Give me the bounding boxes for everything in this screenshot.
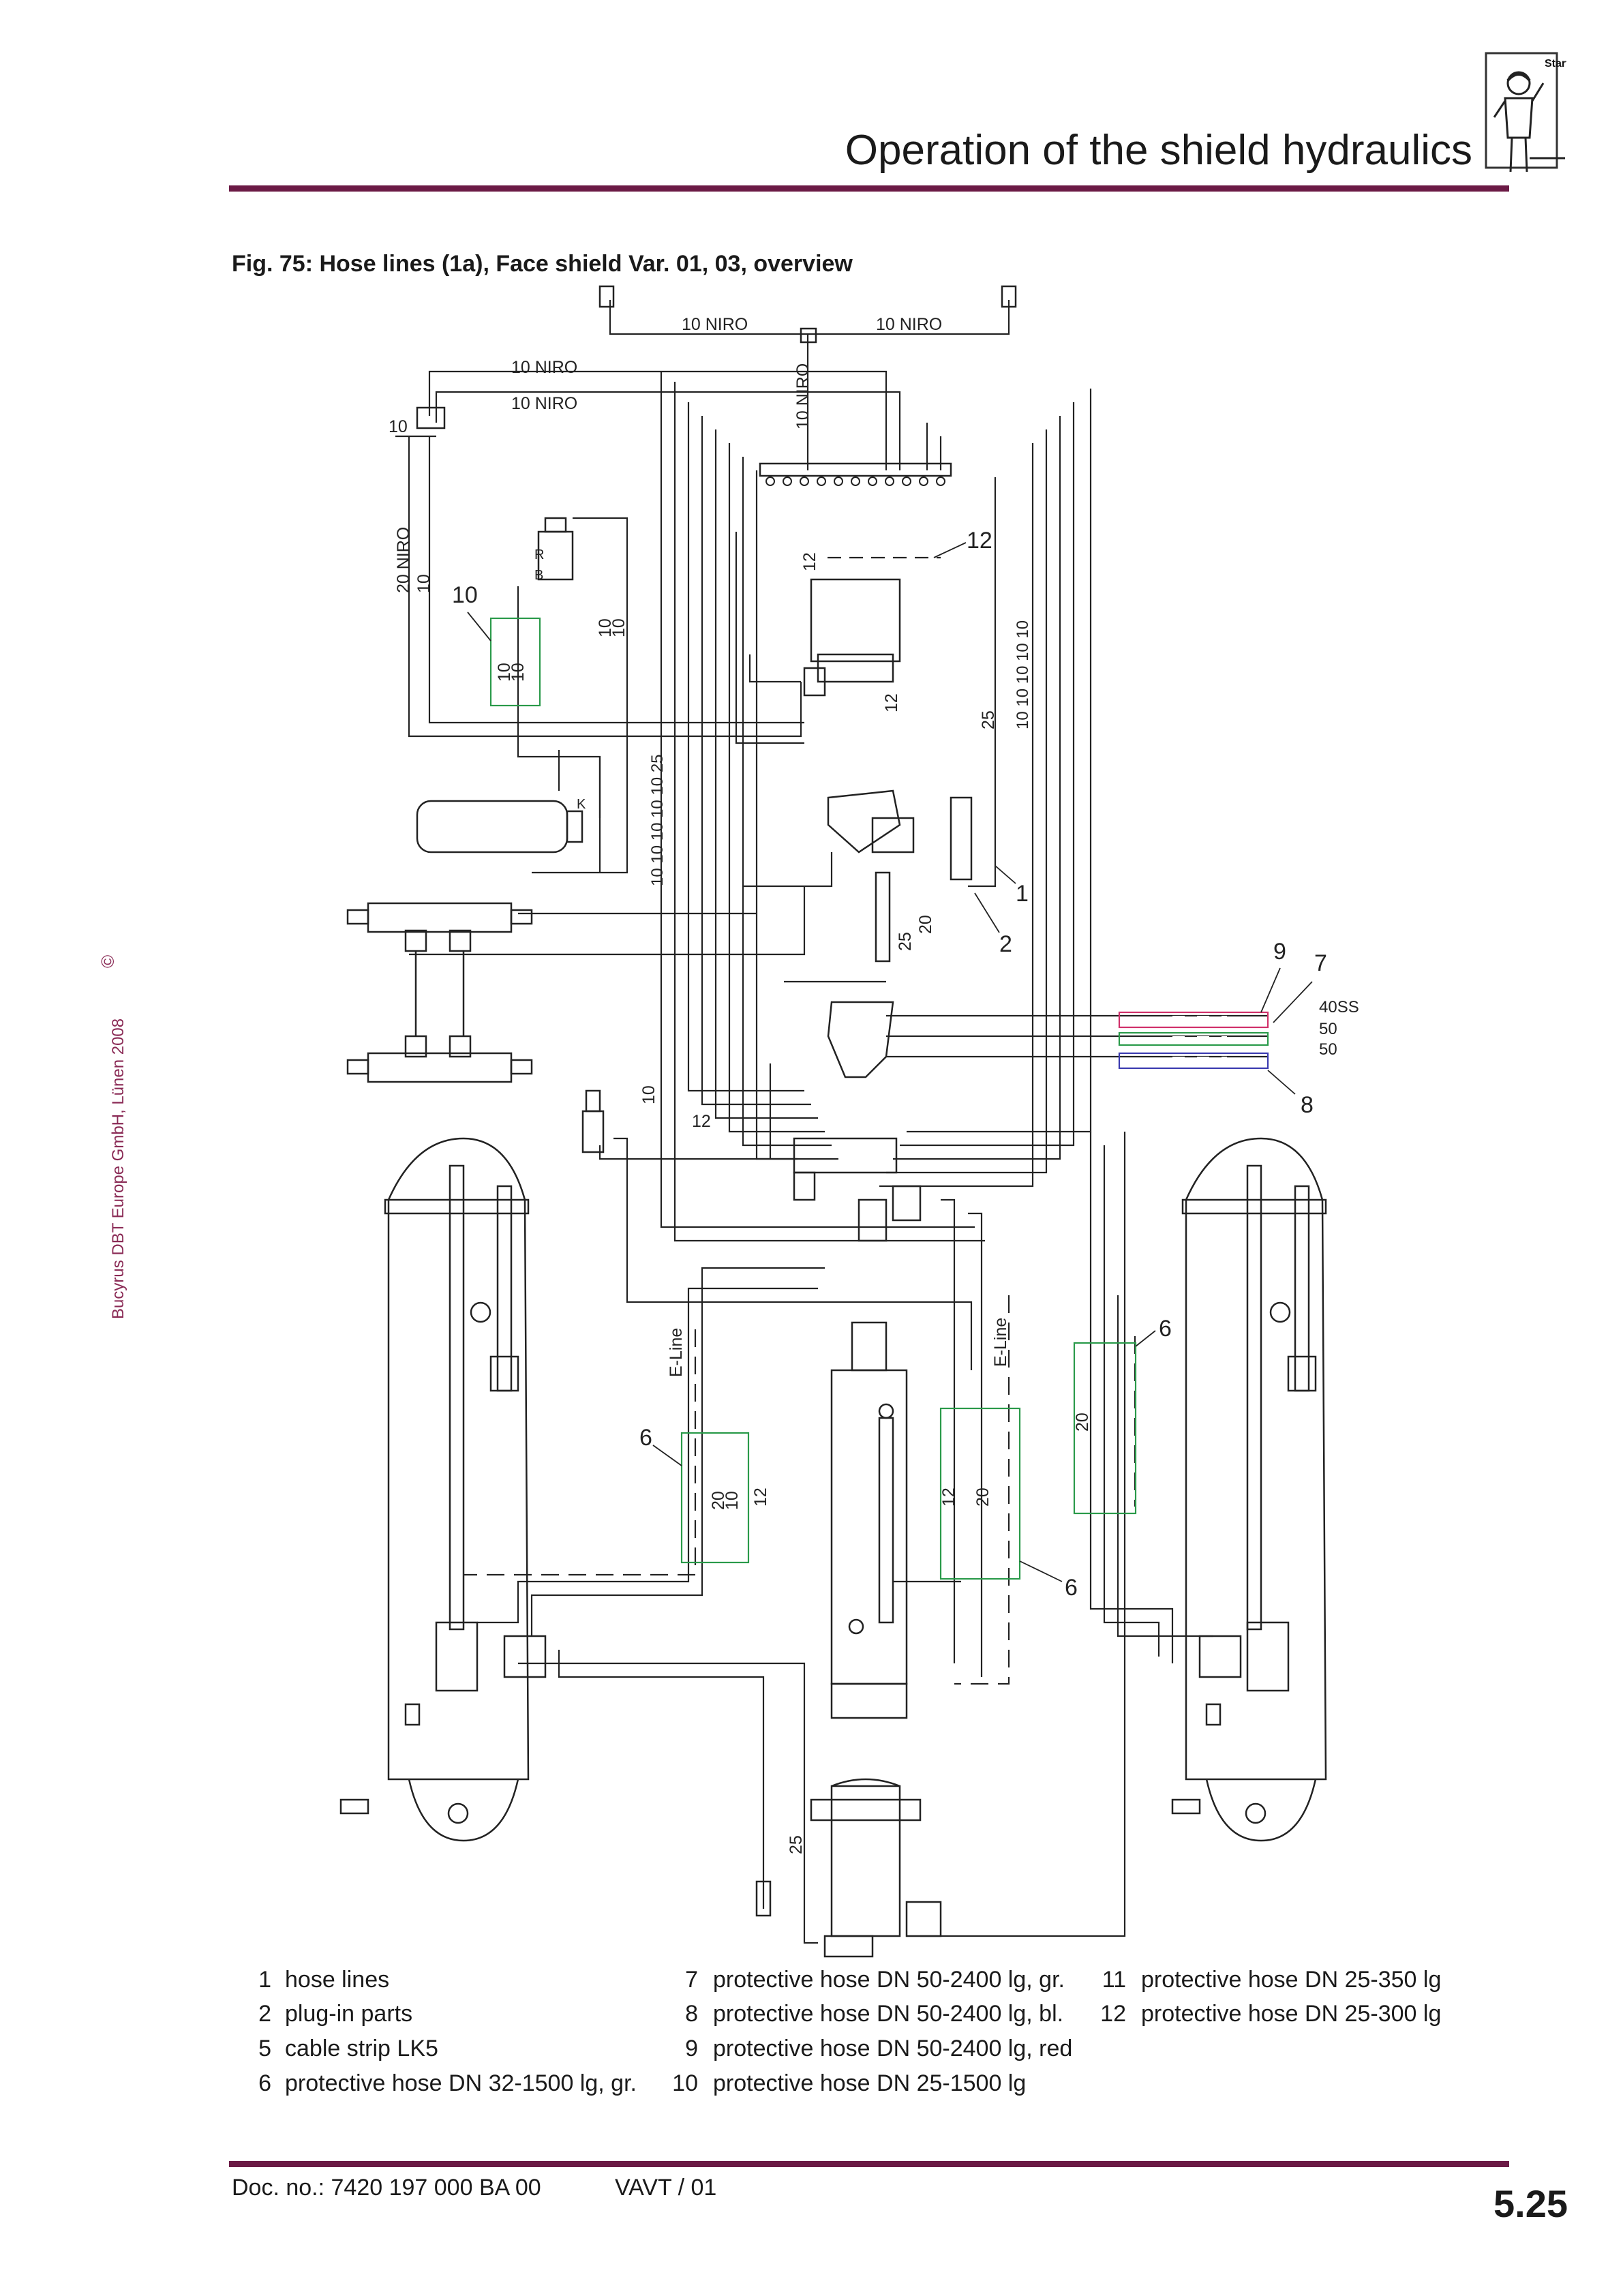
- hose-label: 50: [1319, 1020, 1337, 1038]
- callout-1: 1: [1016, 881, 1029, 907]
- start-person-icon: Start: [1485, 52, 1566, 172]
- hose-label: 10 10 10 10 10: [1014, 620, 1032, 729]
- hose-label: 10 NIRO: [511, 358, 577, 377]
- hose-label: 10 NIRO: [682, 315, 748, 334]
- callout-8: 8: [1301, 1092, 1314, 1118]
- hose-label: 12: [800, 552, 819, 571]
- document-number: Doc. no.: 7420 197 000 BA 00: [232, 2175, 541, 2201]
- hose-label: 10: [639, 1085, 658, 1104]
- hose-label: 20: [709, 1491, 728, 1510]
- hose-label: 10 NIRO: [793, 363, 813, 429]
- hose-label: 10 10 10 10 10 25: [648, 754, 667, 886]
- hose-label: 10: [414, 574, 434, 593]
- hose-label: 25: [979, 710, 998, 729]
- callout-9: 9: [1273, 939, 1286, 965]
- hose-label: 12: [751, 1487, 770, 1507]
- hose-label: 10: [389, 417, 408, 436]
- port-label: K: [577, 797, 586, 812]
- hose-label: 25: [896, 932, 915, 951]
- callout-6: 6: [1065, 1575, 1078, 1601]
- hose-label: 12: [882, 693, 901, 712]
- hose-label: 20: [973, 1487, 992, 1507]
- hose-label: 10: [509, 663, 528, 682]
- callout-6: 6: [639, 1425, 652, 1451]
- hose-label: E-Line: [667, 1328, 686, 1377]
- callout-10: 10: [452, 582, 478, 608]
- hydraulic-hose-diagram: 10 NIRO 10 NIRO 10 NIRO 10 NIRO 10 10 NI…: [339, 285, 1359, 1958]
- figure-caption: Fig. 75: Hose lines (1a), Face shield Va…: [232, 251, 853, 277]
- hose-label: 20: [1073, 1413, 1092, 1432]
- page-title: Operation of the shield hydraulics: [845, 127, 1472, 174]
- hose-label: 20: [916, 915, 935, 934]
- hose-label: 25: [787, 1835, 806, 1854]
- hose-label: 12: [692, 1112, 711, 1131]
- callout-6: 6: [1159, 1316, 1172, 1342]
- callout-7: 7: [1314, 950, 1327, 976]
- footer-rule: [229, 2161, 1509, 2167]
- hose-label: 10: [609, 618, 628, 637]
- document-version: VAVT / 01: [615, 2175, 717, 2201]
- hose-label: 10 NIRO: [511, 394, 577, 413]
- hose-label: 10: [495, 663, 514, 682]
- port-label: B: [534, 568, 543, 583]
- hose-label: 12: [939, 1487, 958, 1507]
- hose-label: 10: [723, 1491, 742, 1510]
- hose-label: 10 NIRO: [876, 315, 942, 334]
- page-number: 5.25: [1493, 2182, 1568, 2225]
- port-label: R: [534, 547, 544, 562]
- hose-label: 10: [596, 618, 615, 637]
- callout-12: 12: [967, 528, 992, 554]
- callout-2: 2: [999, 931, 1012, 957]
- hose-label: 20 NIRO: [394, 527, 413, 593]
- hose-label: E-Line: [991, 1318, 1010, 1367]
- start-badge-label: Start: [1545, 58, 1566, 70]
- header-rule: [229, 185, 1509, 192]
- hose-label: 40SS: [1319, 998, 1359, 1016]
- hose-label: 50: [1319, 1040, 1337, 1059]
